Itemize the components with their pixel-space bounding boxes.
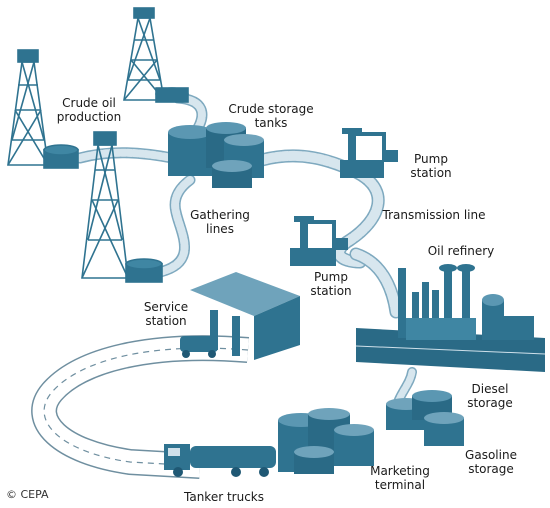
label-marketing-terminal-line1: Marketing — [370, 464, 430, 478]
label-marketing-terminal: Marketing terminal — [362, 464, 438, 492]
label-crude-oil-production-line2: production — [56, 110, 122, 124]
label-gasoline-storage: Gasoline storage — [456, 448, 526, 476]
label-pump-station-top-line1: Pump — [414, 152, 448, 166]
label-pump-station-mid-line1: Pump — [314, 270, 348, 284]
label-crude-oil-production: Crude oil production — [52, 96, 126, 124]
label-gasoline-storage-line1: Gasoline — [465, 448, 517, 462]
oil-derrick-lower — [81, 131, 163, 283]
road — [31, 335, 250, 479]
credit-text: © CEPA — [6, 488, 49, 501]
service-station — [180, 272, 300, 360]
pump-station-mid — [290, 216, 348, 266]
label-pump-station-top: Pump station — [405, 152, 457, 180]
label-crude-storage-tanks-line2: tanks — [254, 116, 288, 130]
label-service-station-line1: Service — [143, 300, 189, 314]
label-crude-oil-production-line1: Crude oil — [62, 96, 116, 110]
oil-refinery — [355, 264, 546, 372]
label-gathering-lines: Gathering lines — [182, 208, 258, 236]
label-crude-storage-tanks: Crude storage tanks — [224, 102, 318, 130]
label-oil-refinery: Oil refinery — [427, 244, 495, 258]
label-gathering-lines-line2: lines — [206, 222, 234, 236]
label-pump-station-mid: Pump station — [302, 270, 360, 298]
marketing-terminal-tanks — [278, 408, 374, 474]
oil-derrick-left — [7, 49, 79, 169]
label-gathering-lines-line1: Gathering — [190, 208, 250, 222]
pipelines — [74, 92, 417, 415]
label-gasoline-storage-line2: storage — [468, 462, 514, 476]
label-crude-storage-tanks-line1: Crude storage — [228, 102, 314, 116]
label-diesel-storage: Diesel storage — [460, 382, 520, 410]
tanker-truck — [164, 444, 276, 477]
label-diesel-storage-line1: Diesel — [471, 382, 509, 396]
gasoline-storage-tank — [424, 412, 464, 446]
label-pump-station-mid-line2: station — [310, 284, 352, 298]
pump-station-top — [340, 128, 398, 178]
crude-storage-tanks — [168, 122, 264, 188]
label-pump-station-top-line2: station — [410, 166, 452, 180]
label-service-station-line2: station — [145, 314, 187, 328]
label-diesel-storage-line2: storage — [467, 396, 513, 410]
label-tanker-trucks: Tanker trucks — [184, 490, 264, 504]
label-marketing-terminal-line2: terminal — [374, 478, 426, 492]
label-transmission-line: Transmission line — [382, 208, 486, 222]
label-service-station: Service station — [132, 300, 200, 328]
oil-derrick-top — [123, 7, 189, 103]
